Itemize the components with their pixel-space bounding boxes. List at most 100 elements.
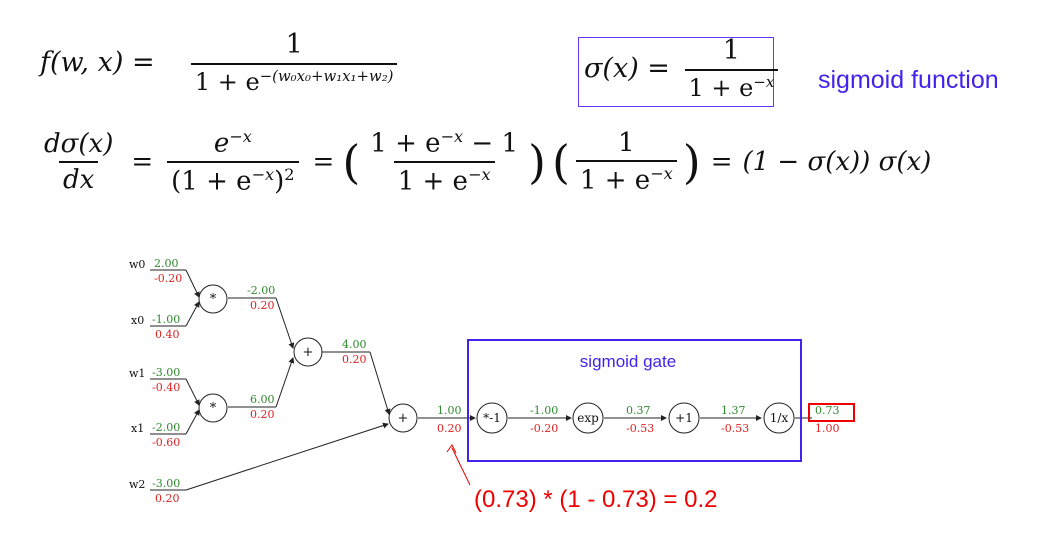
x1-edge	[185, 409, 200, 435]
equals-3: =	[710, 147, 733, 178]
gate-plus1	[668, 402, 700, 434]
gate-label: +	[303, 345, 314, 360]
t3-denominator: 1 + e−x	[575, 160, 677, 195]
f-fraction: 1 1 + e−(w₀x₀+w₁x₁+w₂)	[169, 30, 419, 95]
input-name: w1	[129, 367, 145, 380]
add0-out-edge	[369, 351, 391, 415]
gradient-values: -0.20 0.40 -0.40 -0.60 0.20 0.20 0.20 0.…	[152, 272, 840, 505]
d-denominator: dx	[59, 161, 99, 195]
sigma-numerator: 1	[722, 35, 740, 66]
gate-add1	[388, 403, 418, 433]
gate-mul0	[198, 284, 228, 314]
f-den-base: 1 + e	[194, 67, 260, 96]
gate-neg	[476, 402, 508, 434]
gate-add0	[293, 337, 323, 367]
gradient-value: 1.00	[815, 422, 840, 435]
t3-numerator: 1	[618, 127, 635, 158]
annotation-arrow	[451, 447, 471, 486]
gate-nodes	[198, 284, 795, 434]
forward-value: 4.00	[342, 338, 367, 351]
gate-label: *	[210, 401, 217, 416]
graph-edges	[150, 269, 812, 491]
gate-mul1	[198, 393, 228, 423]
sigma-equation: σ(x) = 1 1 + e−x	[584, 36, 784, 101]
input-name: w2	[129, 478, 145, 491]
gate-label: +	[398, 411, 409, 426]
forward-value: -2.00	[247, 284, 275, 297]
f-equation: f(w, x) = 1 1 + e−(w₀x₀+w₁x₁+w₂)	[40, 30, 425, 95]
t2-fraction: 1 + e−x − 1 1 + e−x	[366, 128, 522, 197]
mul0-out-edge	[275, 297, 295, 349]
result: (1 − σ(x)) σ(x)	[742, 147, 932, 178]
sigma-lhs: σ(x) =	[584, 53, 670, 85]
t2-denominator: 1 + e−x	[393, 161, 495, 197]
gradient-value: 0.20	[250, 299, 275, 312]
t2-num-base: 1 + e	[370, 128, 441, 159]
gate-label: +1	[675, 411, 693, 425]
forward-value: 0.73	[815, 404, 840, 417]
gradient-value: -0.53	[626, 422, 654, 435]
w0-edge	[185, 269, 200, 298]
equals-1: =	[131, 147, 154, 178]
sigma-denominator: 1 + e−x	[684, 68, 779, 101]
t2-den-base: 1 + e	[397, 166, 468, 197]
t1-fraction: e−x (1 + e−x)2	[167, 127, 299, 197]
paren-close-1: )	[527, 135, 546, 190]
t1-num-exp: −x	[229, 127, 252, 146]
annotation-arrowhead	[446, 444, 457, 454]
f-lhs: f(w, x) =	[40, 47, 155, 79]
d-numerator: dσ(x)	[44, 128, 114, 159]
sigmoid-gate-box	[467, 339, 802, 462]
gradient-value: 0.20	[342, 353, 367, 366]
gradient-value: 0.20	[250, 408, 275, 421]
forward-value: 2.00	[154, 257, 179, 270]
forward-value: -1.00	[152, 313, 180, 326]
sigmoid-function-label: sigmoid function	[818, 66, 999, 94]
t3-fraction: 1 1 + e−x	[575, 127, 677, 196]
gradient-value: -0.20	[530, 422, 558, 435]
input-name: w0	[129, 258, 145, 271]
d-fraction: dσ(x) dx	[40, 130, 117, 195]
forward-value: -3.00	[152, 477, 180, 490]
forward-value: 0.37	[626, 404, 651, 417]
f-den-exp: −(w₀x₀+w₁x₁+w₂)	[259, 66, 394, 85]
forward-values: 2.00 -1.00 -3.00 -2.00 -3.00 -2.00 6.00 …	[152, 257, 840, 490]
input-names: w0 x0 w1 x1 w2	[129, 258, 145, 491]
forward-value: -1.00	[530, 404, 558, 417]
gate-label: exp	[577, 411, 599, 425]
gate-exp	[572, 402, 604, 434]
gradient-value: -0.20	[154, 272, 182, 285]
w1-edge	[185, 378, 200, 406]
gate-inv	[763, 402, 795, 434]
gate-labels: * * + + *-1 exp +1 1/x	[210, 292, 789, 426]
gradient-value: -0.60	[152, 436, 180, 449]
t2-numerator: 1 + e−x − 1	[366, 128, 522, 161]
gate-label: *-1	[483, 411, 501, 425]
t1-denominator: (1 + e−x)2	[167, 161, 299, 196]
paren-open-2: (	[551, 135, 570, 190]
forward-value: 1.37	[721, 404, 746, 417]
derivative-equation: dσ(x) dx = e−x (1 + e−x)2 = ( 1 + e−x − …	[40, 128, 931, 197]
paren-open-1: (	[342, 135, 361, 190]
t1-den-exp: −x	[251, 165, 275, 185]
forward-value: 1.00	[437, 404, 462, 417]
annotation-text: (0.73) * (1 - 0.73) = 0.2	[474, 486, 717, 513]
gradient-value: -0.53	[721, 422, 749, 435]
t2-num-tail: − 1	[463, 128, 518, 159]
input-name: x0	[131, 314, 144, 327]
sigmoid-gate-label: sigmoid gate	[580, 352, 676, 371]
gate-label: *	[210, 292, 217, 307]
x0-edge	[185, 301, 200, 327]
t2-den-exp: −x	[467, 165, 491, 185]
sigma-box	[578, 37, 774, 107]
t2-num-exp: −x	[440, 127, 464, 146]
f-denominator: 1 + e−(w₀x₀+w₁x₁+w₂)	[190, 62, 398, 96]
mul1-out-edge	[275, 357, 295, 408]
equals-2: =	[312, 147, 335, 178]
gradient-value: 0.20	[155, 492, 180, 505]
output-highlight-box	[808, 403, 855, 422]
f-numerator: 1	[285, 29, 303, 60]
forward-value: 6.00	[250, 393, 275, 406]
